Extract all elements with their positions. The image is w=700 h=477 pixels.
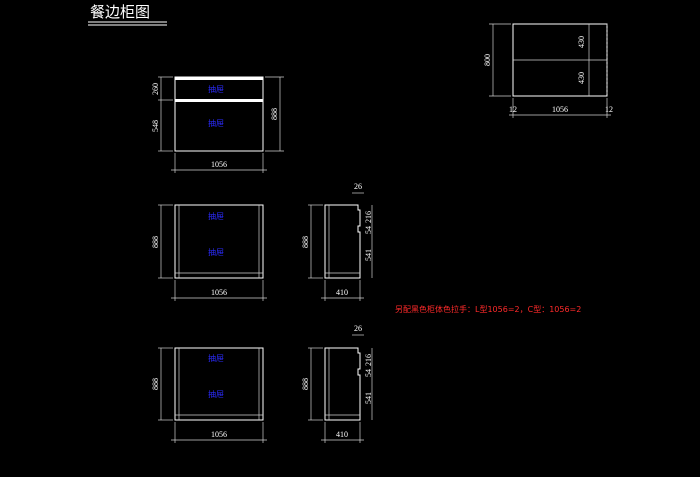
dim-top-right-bottom: 430 bbox=[577, 72, 586, 84]
view-a-label-top: 抽屉 bbox=[208, 84, 224, 94]
dim-view-c-height: 888 bbox=[151, 378, 160, 390]
side-c-outline bbox=[324, 347, 361, 421]
dim-top-right-top: 430 bbox=[577, 36, 586, 48]
side-b-outline bbox=[324, 204, 361, 279]
dim-view-a-drawer: 260 bbox=[151, 83, 160, 95]
dim-side-b-d3: 541 bbox=[364, 249, 373, 261]
front-view-b: 抽屉 抽屉 888 1056 bbox=[151, 204, 267, 301]
dim-side-b-d2: 54 bbox=[364, 226, 373, 234]
dim-side-b-d1: 216 bbox=[364, 211, 373, 223]
drawing-title: 餐边柜图 bbox=[90, 3, 150, 21]
dim-side-b-height: 888 bbox=[301, 236, 310, 248]
view-c-outline bbox=[174, 347, 264, 421]
view-c-label-top: 抽屉 bbox=[208, 353, 224, 363]
view-b-outline bbox=[174, 204, 264, 279]
note-text: 另配黑色柜体色拉手：L型1056=2，C型：1056=2 bbox=[395, 304, 581, 314]
dim-view-a-total: 888 bbox=[270, 108, 279, 120]
dim-view-b-height: 888 bbox=[151, 236, 160, 248]
dim-side-c-height: 888 bbox=[301, 378, 310, 390]
view-b-label-top: 抽屉 bbox=[208, 211, 224, 221]
side-view-c: 888 26 216 54 541 410 bbox=[301, 324, 373, 443]
dim-side-c-d1: 216 bbox=[364, 354, 373, 366]
dim-side-c-d3: 541 bbox=[364, 392, 373, 404]
dim-view-a-lower: 548 bbox=[151, 120, 160, 132]
front-view-c: 抽屉 抽屉 888 1056 bbox=[151, 347, 267, 443]
side-view-b: 888 26 216 54 541 410 bbox=[301, 182, 373, 301]
dim-side-b-top: 26 bbox=[354, 182, 362, 191]
dim-view-b-width: 1056 bbox=[211, 288, 227, 297]
dim-side-c-depth: 410 bbox=[336, 430, 348, 439]
view-a-drawer-divider bbox=[175, 99, 263, 102]
dim-top-right-right: 12 bbox=[605, 105, 613, 114]
dim-top-right-height: 800 bbox=[483, 54, 492, 66]
dim-side-b-depth: 410 bbox=[336, 288, 348, 297]
dim-view-a-width: 1056 bbox=[211, 160, 227, 169]
front-view-a: 抽屉 抽屉 260 548 888 1056 bbox=[151, 76, 284, 173]
dim-side-c-d2: 54 bbox=[364, 369, 373, 377]
view-a-label-mid: 抽屉 bbox=[208, 118, 224, 128]
dim-side-c-top: 26 bbox=[354, 324, 362, 333]
view-c-label-mid: 抽屉 bbox=[208, 389, 224, 399]
dim-top-right-width: 1056 bbox=[552, 105, 568, 114]
top-right-view: 800 430 430 1056 12 12 bbox=[483, 23, 613, 118]
view-a-top-panel bbox=[175, 77, 263, 80]
view-b-label-mid: 抽屉 bbox=[208, 247, 224, 257]
dim-top-right-left: 12 bbox=[509, 105, 517, 114]
dim-view-c-width: 1056 bbox=[211, 430, 227, 439]
